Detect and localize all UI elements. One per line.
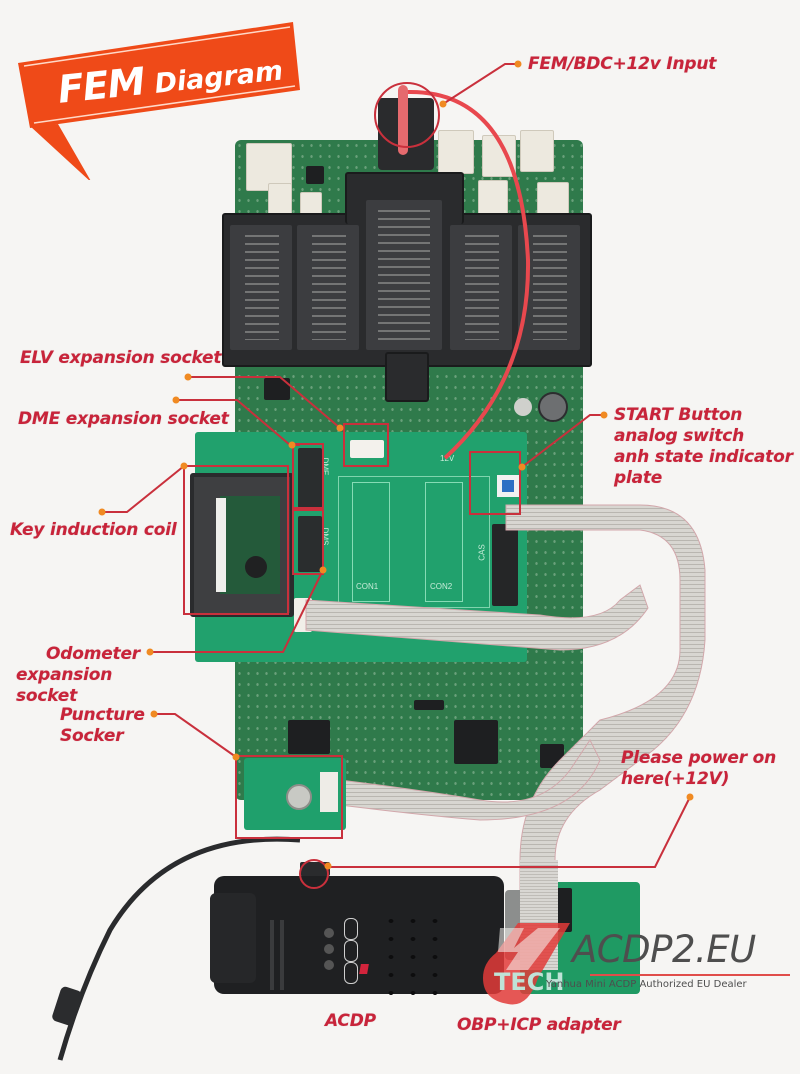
watermark-site: ACDP2.EU [572,928,756,971]
callout-puncture-line-2: Socker [60,726,124,746]
callout-acdp: ACDP [325,1011,376,1031]
callout-puncture-socket: Puncture Socker [60,705,145,747]
coil-inductor [245,556,267,578]
led-wifi [324,944,334,954]
pins [245,235,279,340]
connector-tab [385,352,429,402]
silk-con2: CON2 [430,582,453,591]
pins [465,235,499,340]
chip [288,720,330,754]
watermark-underline [590,974,790,976]
start-button-cap[interactable] [502,480,514,492]
coil-window [216,498,226,592]
button-outline [344,962,358,984]
callout-odometer-line-1: Odometer [46,644,140,664]
button-outline [344,918,358,940]
callout-obp-icp-adapter: OBP+ICP adapter [457,1015,621,1035]
device-vents [380,912,450,1002]
pins [378,210,430,340]
chip [454,720,498,764]
coil-pcb [220,496,280,594]
callout-power-on: Please power on here(+12V) [621,748,776,790]
watermark-logo-text: TECH [494,968,565,996]
relay-4 [438,130,474,174]
device-groove [280,920,284,990]
con1-footprint [352,482,390,602]
button-outline [344,940,358,962]
callout-start-line-1: START Button [614,405,743,425]
callout-key-induction-coil: Key induction coil [10,520,177,540]
banner-shape [18,22,300,180]
callout-start-line-2: analog switch [614,426,744,446]
silk-con1: CON1 [356,582,379,591]
relay-8 [537,182,569,218]
relay-7 [478,180,508,216]
pins [312,235,346,340]
watermark-logo: TECH [478,918,574,1010]
callout-puncture-line-1: Puncture [60,705,145,725]
puncture-connector [320,772,338,812]
dms-header [298,516,322,572]
chip [306,166,324,184]
acdp-device [214,876,504,994]
usb-port [300,862,330,876]
callout-power-line-2: here(+12V) [621,769,730,789]
relay-6 [520,130,554,172]
tech-logo-icon [483,923,570,1005]
obd-plug [210,893,256,983]
watermark-tagline: Yanhua Mini ACDP Authorized EU Dealer [546,979,747,990]
puncture-stud [286,784,312,810]
callout-odometer-socket: Odometer expansion socket [16,644,174,707]
callout-start-button: START Button analog switch anh state ind… [614,405,793,489]
callout-elv-expansion-socket: ELV expansion socket [20,348,222,368]
chip [264,378,290,400]
device-groove [270,920,274,990]
led-pwr [324,928,334,938]
callout-start-line-3: anh state indicator [614,447,793,467]
capacitor [514,398,532,416]
red-wire-plug [398,85,408,155]
inductor [538,392,568,422]
callout-power-line-1: Please power on [621,748,777,768]
callout-odometer-line-2: expansion socket [16,665,113,706]
dme-header [298,448,322,508]
led-link [324,960,334,970]
chip [414,700,444,710]
callout-fem-bdc-input: FEM/BDC+12v Input [528,54,717,74]
con2-footprint [425,482,463,602]
callout-start-line-4: plate [614,468,663,488]
pins [533,235,567,340]
cas-ribbon-header [492,524,518,606]
callout-dme-expansion-socket: DME expansion socket [18,409,229,429]
elv-connector [350,440,384,458]
